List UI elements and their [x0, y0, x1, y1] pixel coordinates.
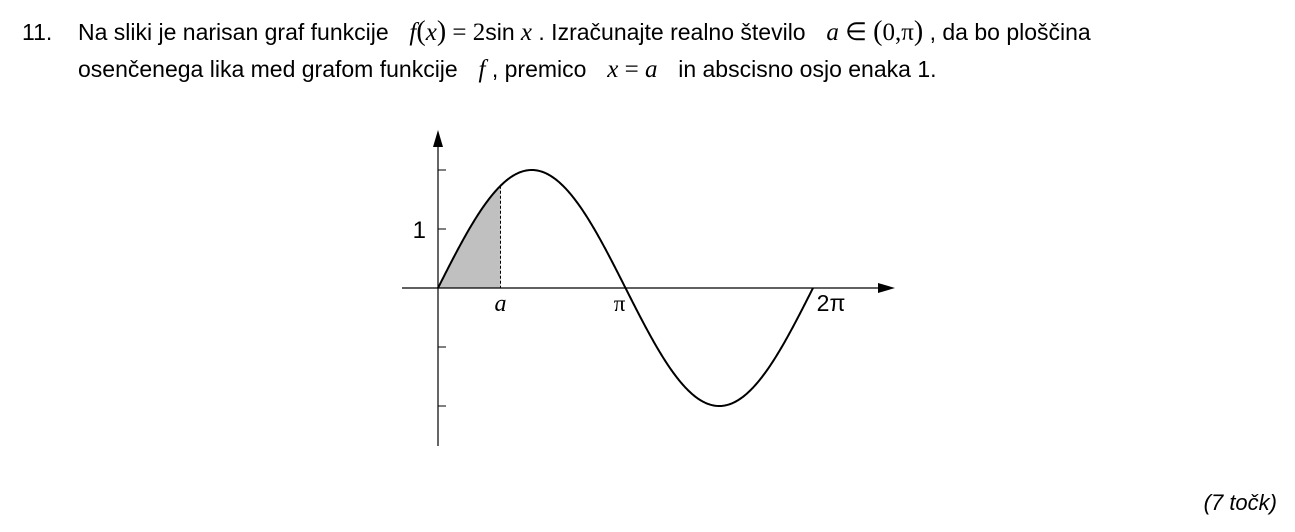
text-segment: , premico [491, 56, 587, 82]
function-name: f [478, 56, 486, 83]
sine-curve [437, 168, 814, 408]
x-tick-label: 2π [817, 290, 846, 316]
points-label: (7 točk) [1203, 490, 1277, 515]
statement-line-1: Na sliki je narisan graf funkcije f(x) =… [78, 14, 1091, 51]
text-segment: , da bo ploščina [929, 19, 1091, 45]
text-segment: Na sliki je narisan graf funkcije [78, 19, 389, 45]
shaded-area [438, 185, 501, 288]
function-formula: f(x) = 2sin x [409, 16, 533, 47]
text-segment: . Izračunajte realno število [538, 19, 806, 45]
problem-statement: Na sliki je narisan graf funkcije f(x) =… [78, 14, 1091, 88]
statement-line-2: osenčenega lika med grafom funkcije f , … [78, 51, 1091, 88]
x-axis-arrow [878, 283, 895, 293]
text-segment: osenčenega lika med grafom funkcije [78, 56, 458, 82]
interval-formula: a ∈ (0,π) [826, 16, 924, 47]
x-tick-label: π [614, 291, 626, 316]
problem-number: 11. [22, 19, 53, 45]
x-tick-label: a [495, 291, 507, 317]
line-equation: x = a [607, 56, 658, 83]
y-axis-arrow [433, 130, 443, 147]
y-tick-label: 1 [413, 217, 426, 244]
text-segment: in abscisno osjo enaka 1. [678, 56, 937, 82]
